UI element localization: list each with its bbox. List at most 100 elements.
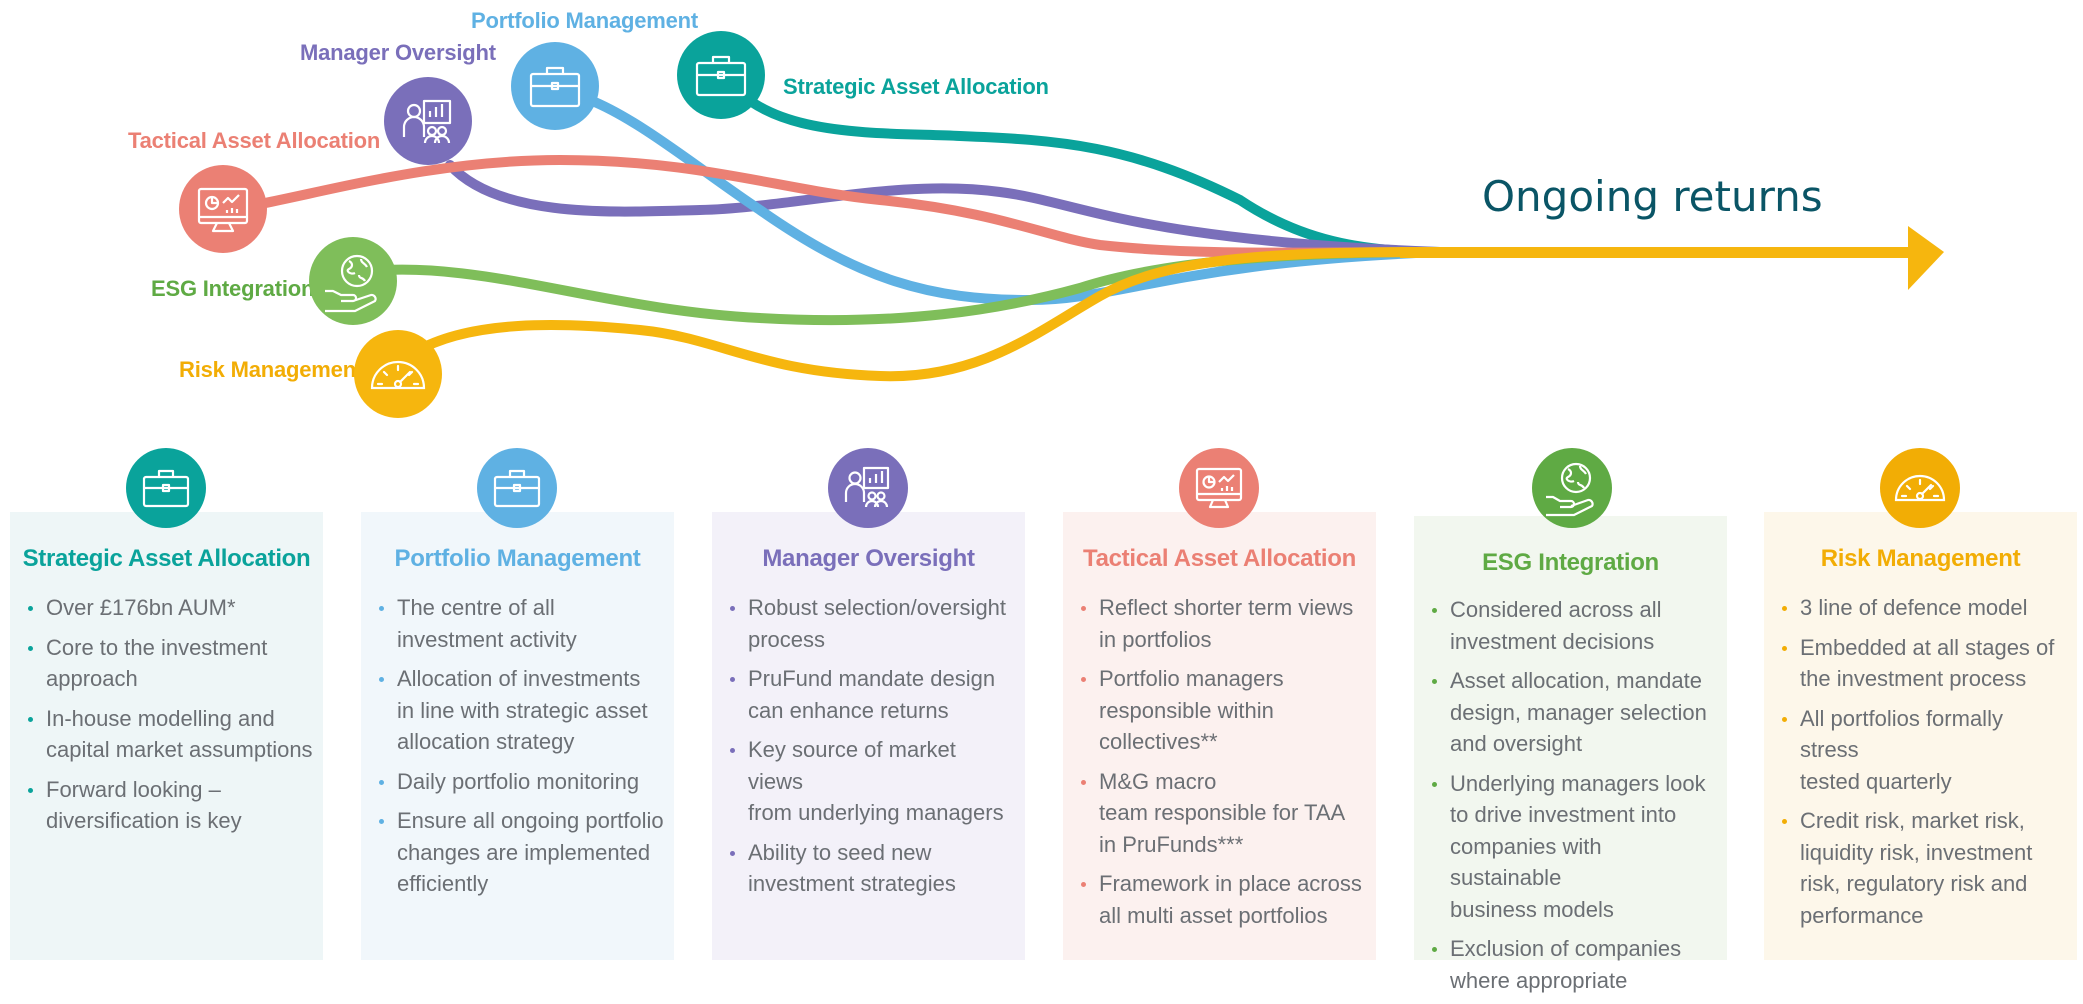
gauge-icon bbox=[1894, 474, 1946, 502]
returns-flow-diagram: Ongoing returns Portfolio Management Man… bbox=[0, 0, 2083, 430]
bullet-line: Forward looking – bbox=[46, 776, 221, 802]
briefcase-icon bbox=[142, 469, 190, 508]
card-icon-badge bbox=[1880, 448, 1960, 528]
bullet-line: companies with sustainable bbox=[1450, 833, 1602, 891]
flow-node-manager-oversight bbox=[384, 77, 472, 165]
stream-manager-oversight bbox=[445, 160, 1445, 257]
card-icon-badge bbox=[1532, 448, 1612, 528]
bullet-dot bbox=[1782, 819, 1787, 824]
monitor-chart-icon bbox=[1195, 467, 1243, 509]
bullet-line: Reflect shorter term views bbox=[1099, 595, 1354, 620]
flow-node-strategic-asset-allocation bbox=[677, 31, 765, 119]
flow-label-strategic-asset-allocation: Strategic Asset Allocation bbox=[783, 74, 1049, 99]
flow-node-risk-management bbox=[354, 330, 442, 418]
bullet-line: changes are implemented bbox=[397, 839, 651, 865]
bullet-line: tested quarterly bbox=[1800, 768, 1952, 794]
card-bullet-item: Daily portfolio monitoring bbox=[377, 766, 664, 798]
flow-node-portfolio-management bbox=[511, 42, 599, 130]
bullet-line: Core to the investment bbox=[46, 634, 268, 660]
card-bullet-list: Over £176bn AUM* Core to the investment ap… bbox=[26, 592, 313, 845]
bullet-dot bbox=[379, 606, 384, 611]
stream-risk-management bbox=[410, 247, 1445, 382]
bullet-line: risk, regulatory risk and bbox=[1800, 871, 2028, 896]
bullet-dot bbox=[1782, 606, 1787, 611]
gauge-icon bbox=[370, 360, 426, 390]
bullet-line: Ensure all ongoing portfolio bbox=[397, 808, 664, 833]
flow-streams bbox=[220, 65, 1944, 382]
bullet-line: business models bbox=[1450, 896, 1614, 922]
card-title: Strategic Asset Allocation bbox=[22, 545, 311, 572]
bullet-line: from underlying managers bbox=[748, 800, 1004, 825]
bullet-line: Underlying managers look bbox=[1450, 770, 1706, 796]
card-title: Portfolio Management bbox=[394, 545, 641, 572]
bullet-line: where appropriate bbox=[1450, 967, 1628, 993]
bullet-line: Robust selection/oversight bbox=[748, 595, 1007, 620]
bullet-line: Asset allocation, mandate bbox=[1450, 668, 1702, 693]
bullet-line: Embedded at all stages of bbox=[1800, 634, 2055, 660]
bullet-dot bbox=[28, 645, 33, 651]
card-bullet-item: 3 line of defence model bbox=[1780, 592, 2067, 624]
bullet-dot bbox=[1782, 645, 1787, 651]
returns-arrow-shaft bbox=[1400, 247, 1920, 258]
bullet-dot bbox=[1081, 882, 1086, 887]
bullet-dot bbox=[1081, 677, 1086, 682]
globe-hand-icon bbox=[1546, 462, 1594, 517]
card-bullet-item: Over £176bn AUM* bbox=[26, 592, 313, 624]
bullet-dot bbox=[379, 819, 384, 824]
bullet-line: in portfolios bbox=[1099, 626, 1212, 652]
bullet-line: investment strategies bbox=[748, 871, 956, 896]
card-background bbox=[1414, 516, 1727, 960]
bullet-line: diversification is key bbox=[46, 808, 242, 833]
bullet-line: team responsible for TAA bbox=[1099, 800, 1346, 825]
bullet-dot bbox=[730, 850, 735, 856]
bullet-line: M&G macro bbox=[1099, 768, 1217, 794]
card-bullet-item: Forward looking – diversification is key bbox=[26, 774, 313, 837]
flow-node-tactical-asset-allocation bbox=[179, 165, 267, 253]
bullet-dot bbox=[1432, 947, 1437, 952]
bullet-line: investment activity bbox=[397, 626, 577, 652]
bullet-line: PruFund mandate design bbox=[748, 666, 996, 691]
card-background bbox=[1063, 512, 1376, 960]
bullet-line: In-house modelling and bbox=[46, 705, 275, 731]
bullet-line: liquidity risk, investment bbox=[1800, 839, 2033, 865]
card-title: Risk Management bbox=[1820, 545, 2021, 572]
card-icon-badge bbox=[477, 448, 557, 528]
bullet-line: approach bbox=[46, 666, 138, 691]
bullet-dot bbox=[1432, 608, 1437, 613]
bullet-dot bbox=[379, 677, 384, 682]
bullet-line: process bbox=[748, 626, 826, 652]
card-bullet-item: Ensure all ongoing portfolio changes are … bbox=[377, 805, 664, 900]
bullet-dot bbox=[28, 716, 33, 722]
bullet-line: responsible within bbox=[1099, 697, 1274, 723]
bullet-dot bbox=[1081, 606, 1086, 611]
card-icon-badge bbox=[828, 448, 908, 528]
bullet-line: performance bbox=[1800, 902, 1924, 928]
bullet-line: 3 line of defence model bbox=[1800, 595, 2028, 620]
briefcase-icon bbox=[529, 66, 581, 108]
card-background bbox=[361, 512, 674, 960]
card-icon-badge bbox=[1179, 448, 1259, 528]
bullet-line: and oversight bbox=[1450, 731, 1583, 756]
bullet-dot bbox=[730, 606, 735, 611]
monitor-chart-icon bbox=[197, 187, 249, 233]
card-bullet-item: Robust selection/oversight process bbox=[728, 592, 1015, 655]
briefcase-icon bbox=[493, 469, 541, 508]
card-title: ESG Integration bbox=[1482, 549, 1659, 576]
